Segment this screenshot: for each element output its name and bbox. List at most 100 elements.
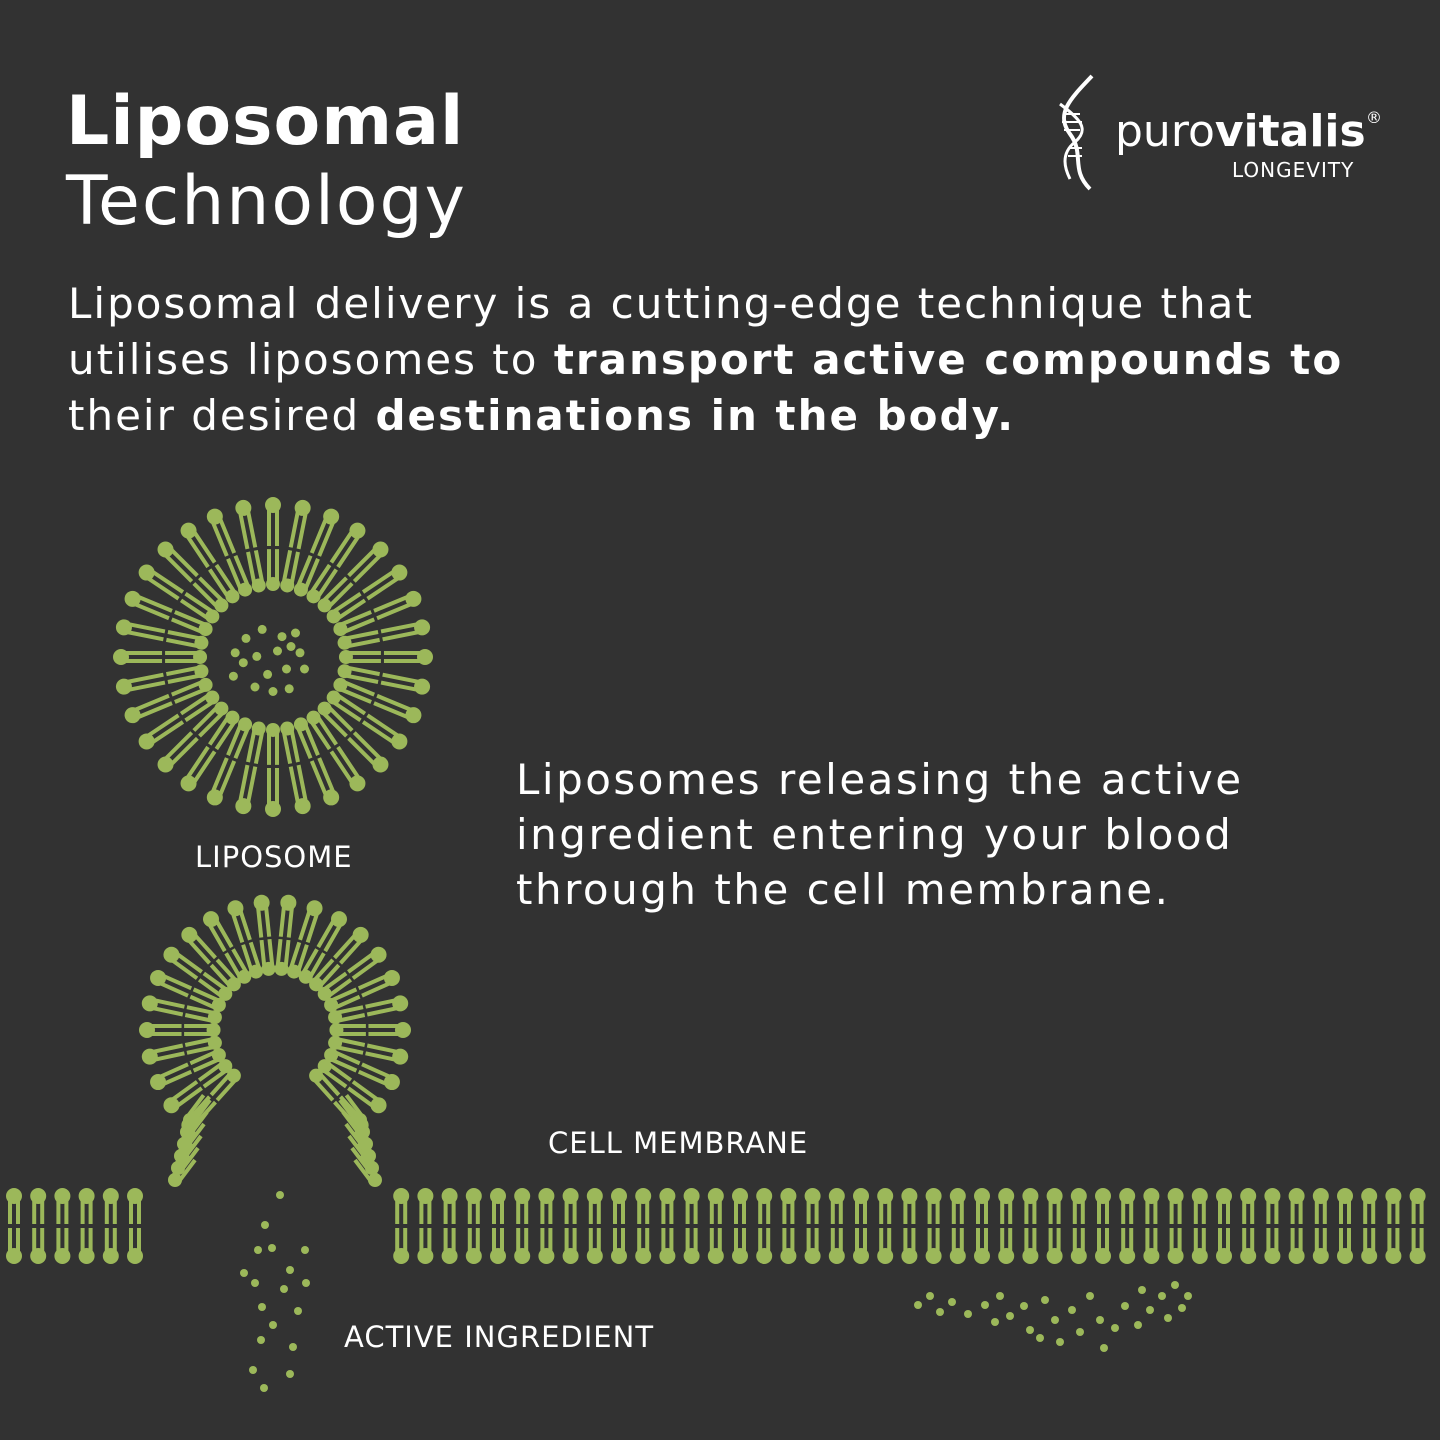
ingredient-particle [1020,1302,1028,1310]
lipid [1095,1188,1111,1224]
lipid [165,630,209,650]
ingredient-particle [964,1310,972,1318]
lipid [278,894,297,938]
lipid [163,946,203,980]
intro-text-2: their desired [68,391,376,440]
compound-dot [282,664,291,674]
lipid [54,1188,71,1224]
lipid [1022,1188,1039,1224]
lipid [209,958,241,992]
lipid [1264,1228,1281,1264]
lipid [1143,1228,1160,1264]
lipid [465,1228,482,1264]
lipid [1143,1188,1160,1224]
lipid [901,1228,918,1264]
compound-dot [257,624,267,634]
lipid [357,1062,400,1091]
ingredient-particle [289,1343,297,1351]
lipid [337,664,381,684]
lipid [170,677,213,704]
lipid [393,1188,410,1224]
lipid [224,948,252,984]
lipid [328,1035,366,1055]
lipid [1070,1188,1087,1224]
ingredient-particle [926,1292,934,1300]
lipid [974,1228,990,1264]
ingredient-particle [269,1321,277,1329]
dna-helix-icon [1059,74,1094,191]
ingredient-particle [1158,1292,1166,1300]
lipid [102,1188,119,1224]
lipid [344,1118,373,1151]
lipid [337,630,381,650]
compound-dot [277,632,287,642]
lipid [925,1188,942,1224]
cell-membrane-illustration [6,1188,1426,1264]
lipid [1312,1188,1329,1224]
ingredient-particle [981,1301,989,1309]
compound-dot [230,648,240,658]
lipid [265,767,281,817]
lipid [756,1228,773,1264]
lipid [361,713,408,750]
lipid [183,1094,212,1127]
liposome-label: LIPOSOME [195,840,353,874]
lipid [380,672,431,695]
lipid [329,745,366,792]
lipid [288,499,311,550]
lipid [465,1188,482,1224]
lipid [227,900,252,943]
lipid [877,1228,894,1264]
lipid [333,926,369,965]
lipid [316,911,347,953]
lipid [113,649,163,665]
lipid [179,592,220,624]
lipid [138,564,185,601]
intro-bold-1: transport active compounds to [553,335,1344,384]
lipid [30,1228,47,1264]
lipid [514,1188,531,1224]
lipid [206,508,237,557]
lipid [317,701,354,738]
lipid [441,1228,458,1264]
lipid [54,1228,71,1264]
title-technology: Technology [66,162,467,241]
lipid [347,1130,376,1163]
ingredient-particle [1041,1296,1049,1304]
lipid [1216,1188,1232,1224]
lipid [347,731,389,773]
intro-paragraph: Liposomal delivery is a cutting-edge tec… [68,276,1368,444]
lipid [707,1228,724,1264]
lipid [357,969,400,998]
lipid [1167,1188,1184,1224]
fusing-liposome-illustration [139,894,411,1187]
lipid [538,1228,555,1264]
compound-dot [273,646,282,656]
lipid [586,1188,603,1224]
lipid [1119,1228,1136,1264]
lipid [380,619,431,642]
lipid [974,1188,990,1224]
ingredient-particle [1138,1286,1146,1294]
lipid [1288,1188,1305,1224]
lipid [181,926,217,965]
ingredient-particle [1121,1302,1129,1310]
lipid [998,1228,1015,1264]
lipid [828,1228,845,1264]
lipid [189,1047,226,1073]
ingredient-particle [286,1370,294,1378]
lipid [165,650,208,664]
compound-dot [295,648,305,658]
lipid [1337,1228,1353,1264]
lipid [157,541,199,583]
lipid [165,664,209,684]
lipid [804,1228,821,1264]
lipid [298,900,323,943]
ingredient-particle [1164,1314,1172,1322]
lipid [373,693,422,724]
lipid [1385,1188,1402,1224]
lipid [490,1228,506,1264]
lipid [1022,1228,1039,1264]
lipid [179,690,220,722]
lipid [490,1188,506,1224]
